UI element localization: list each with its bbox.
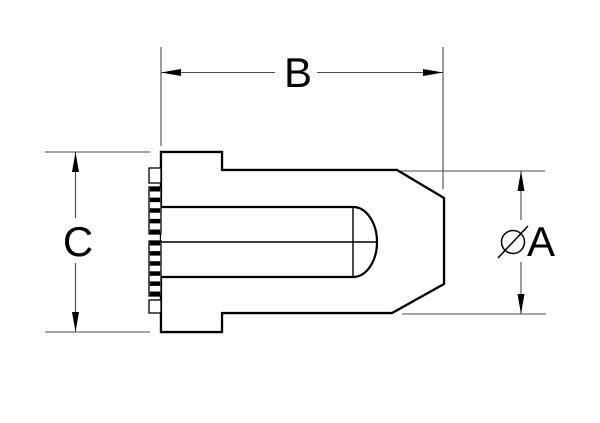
serration-tooth [148, 299, 162, 314]
serration-cell [149, 291, 161, 296]
hatch-line [443, 152, 444, 332]
dimension-a: A [401, 170, 555, 315]
dimension-c-label: C [63, 218, 93, 265]
serration-cell [149, 261, 161, 266]
arrowhead-a-bottom [517, 294, 525, 314]
arrowhead-b-right [423, 69, 443, 76]
dimension-b: B [160, 47, 444, 189]
diameter-symbol-circle [500, 229, 526, 255]
serration-cell [149, 208, 161, 213]
serrated-face [148, 167, 162, 314]
part-section-view [148, 125, 600, 365]
arrowhead-c-top [72, 152, 79, 172]
dimension-b-label: B [284, 49, 312, 96]
diameter-symbol-slash [497, 225, 529, 259]
serration-tooth [148, 167, 162, 184]
arrowhead-c-bottom [72, 312, 79, 332]
serration-cell [149, 251, 161, 256]
serration-cell [149, 271, 161, 276]
serration-band [148, 240, 162, 297]
serration-cell [149, 218, 161, 224]
diameter-symbol-icon [497, 225, 529, 259]
arrowhead-a-top [517, 171, 525, 191]
dimension-a-label: A [527, 218, 555, 265]
serration-cell [149, 281, 161, 286]
serration-cell [149, 187, 161, 192]
serration-cell [149, 229, 161, 234]
hatch-line [570, 125, 600, 365]
serration-cell [149, 241, 161, 246]
arrowhead-b-left [161, 69, 181, 76]
serration-cell [149, 197, 161, 203]
dimension-c: C [45, 151, 150, 333]
